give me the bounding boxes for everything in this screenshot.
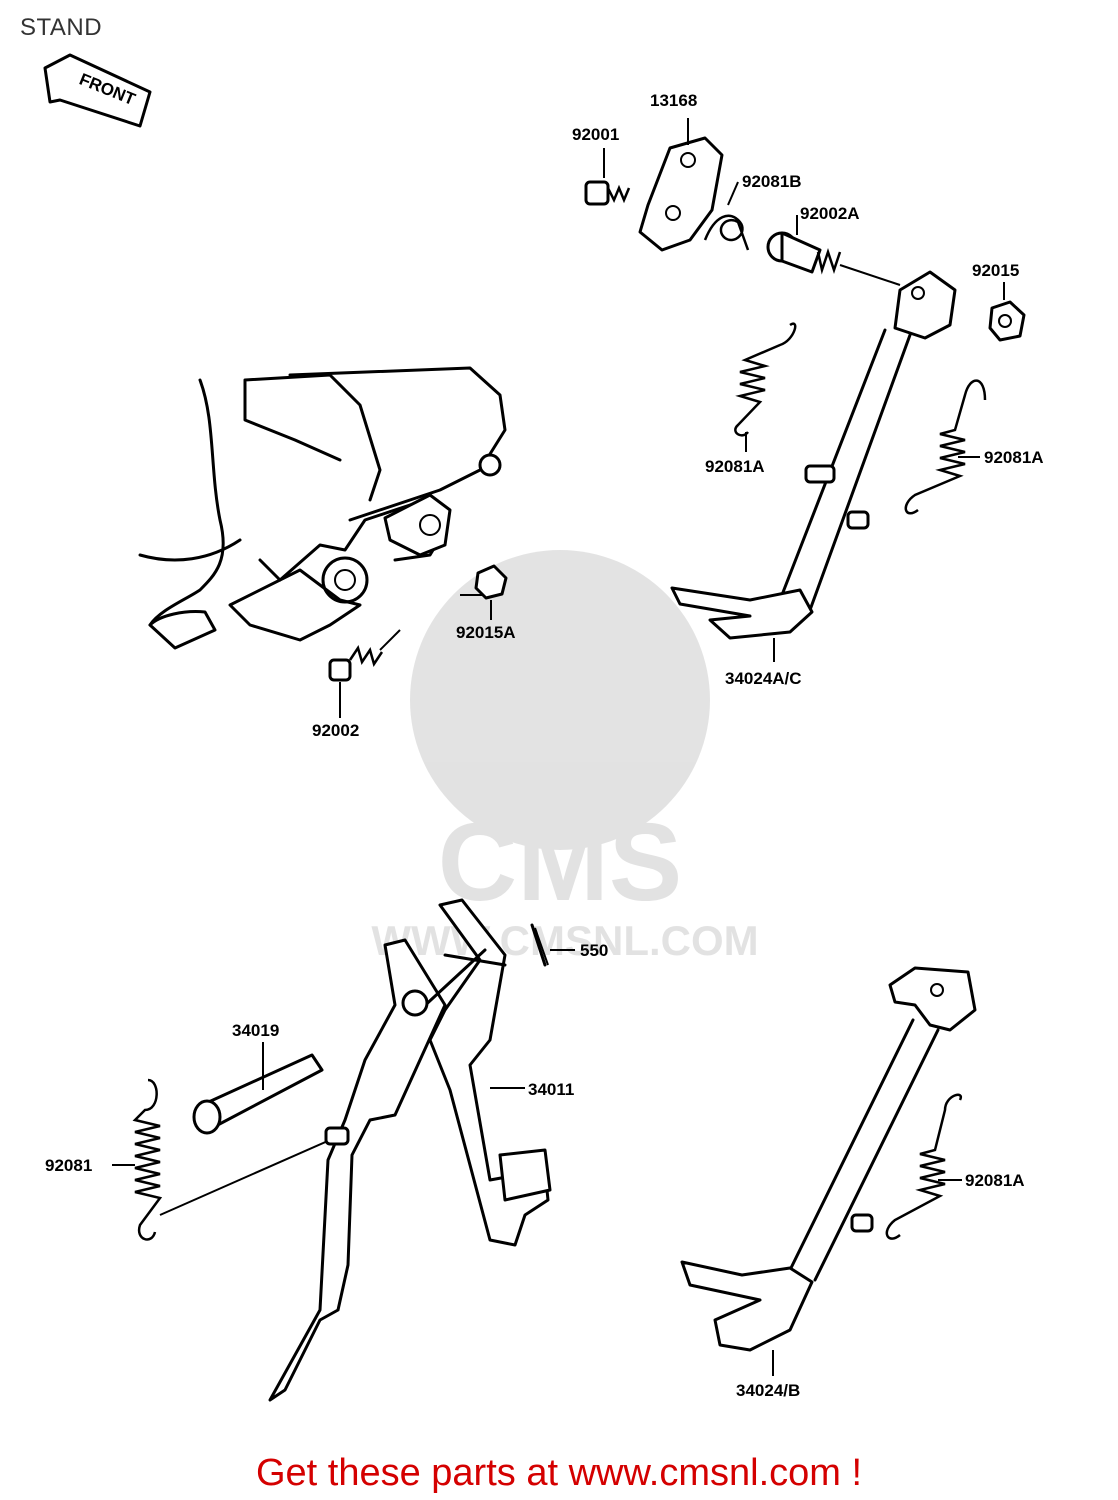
- spring-92081A-upper-right: [904, 379, 987, 515]
- label-92015A: 92015A: [456, 623, 516, 642]
- label-92002A: 92002A: [800, 204, 860, 223]
- label-34024B: 34024/B: [736, 1381, 800, 1400]
- side-stand-34024B: [680, 966, 977, 1376]
- watermark: CMS WWW.CMSNL.COM: [371, 550, 759, 964]
- page-title: STAND: [20, 14, 103, 41]
- footer-link-text[interactable]: Get these parts at www.cmsnl.com !: [255, 1452, 863, 1494]
- pivot-bolt-92002A: [766, 215, 901, 286]
- label-92001: 92001: [572, 125, 619, 144]
- label-550: 550: [580, 941, 608, 960]
- watermark-url-text: WWW.CMSNL.COM: [371, 917, 758, 964]
- side-stand-34024AC: [670, 270, 957, 662]
- spring-92081A-upper-left: [734, 322, 797, 452]
- nut-92015: [988, 282, 1026, 342]
- watermark-logo-text: CMS: [438, 801, 682, 924]
- front-arrow-icon: FRONT: [43, 53, 152, 128]
- bracket-13168: [638, 118, 724, 252]
- label-13168: 13168: [650, 91, 697, 110]
- spring-92081B: [703, 181, 750, 251]
- spring-92081A-lower: [885, 1093, 963, 1240]
- label-92081A-upper-right: 92081A: [984, 448, 1044, 467]
- label-92081A-upper-left: 92081A: [705, 457, 765, 476]
- pin-34019: [192, 1042, 324, 1135]
- label-92015: 92015: [972, 261, 1019, 280]
- bolt-92002: [328, 629, 401, 718]
- label-92002: 92002: [312, 721, 359, 740]
- frame-section: [138, 366, 507, 650]
- label-34019: 34019: [232, 1021, 279, 1040]
- center-stand-34011: [268, 898, 552, 1402]
- nut-92015A: [474, 564, 508, 620]
- label-34011: 34011: [528, 1080, 574, 1099]
- spring-92081: [112, 1078, 350, 1241]
- label-92081A-lower: 92081A: [965, 1171, 1025, 1190]
- bolt-92001: [584, 148, 631, 206]
- label-92081: 92081: [45, 1156, 92, 1175]
- label-34024AC: 34024A/C: [725, 669, 802, 688]
- cotter-pin-550: [530, 923, 575, 967]
- label-92081B: 92081B: [742, 172, 802, 191]
